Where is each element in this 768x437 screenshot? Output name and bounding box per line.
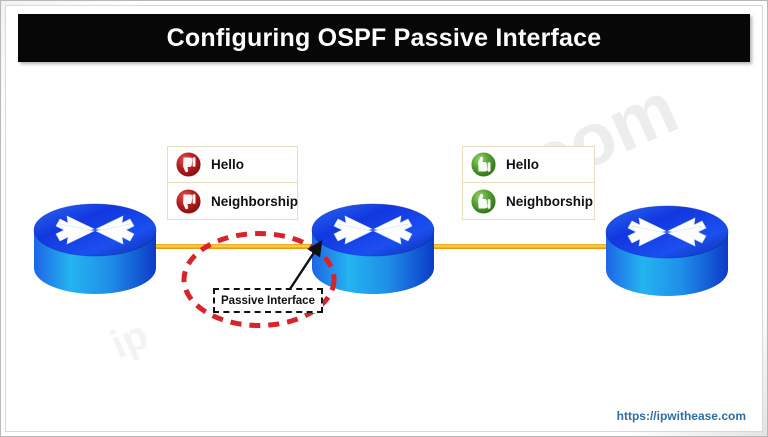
thumbs-up-icon (470, 151, 497, 178)
router-icon (311, 203, 435, 294)
thumbs-up-icon (470, 187, 497, 215)
legend-row: Hello (168, 147, 297, 183)
router-right[interactable] (604, 198, 730, 302)
link-left-center (142, 244, 318, 249)
site-url-link[interactable]: https://ipwithease.com (616, 409, 746, 423)
legend-active-side: Hello Neighborship (462, 146, 595, 220)
passive-interface-highlight-ellipse (181, 231, 337, 328)
legend-label: Neighborship (211, 193, 298, 209)
page-title: Configuring OSPF Passive Interface (166, 23, 602, 52)
legend-passive-side: Hello Neighborship (167, 146, 298, 220)
thumbs-down-icon (175, 151, 202, 178)
legend-label: Hello (506, 157, 540, 172)
legend-label: Hello (211, 157, 245, 172)
router-center[interactable] (310, 196, 436, 300)
legend-row: Hello (463, 147, 594, 183)
legend-row: Neighborship (168, 183, 298, 219)
thumbs-down-icon (175, 187, 202, 215)
router-icon (605, 205, 729, 296)
callout-label: Passive Interface (221, 294, 315, 307)
passive-interface-callout: Passive Interface (213, 288, 323, 313)
title-banner: Configuring OSPF Passive Interface (18, 14, 750, 62)
router-icon (33, 203, 157, 294)
legend-row: Neighborship (463, 183, 594, 219)
link-center-right (420, 244, 610, 249)
callout-leader-line (286, 239, 323, 293)
router-left[interactable] (32, 196, 158, 300)
legend-label: Neighborship (506, 193, 593, 209)
